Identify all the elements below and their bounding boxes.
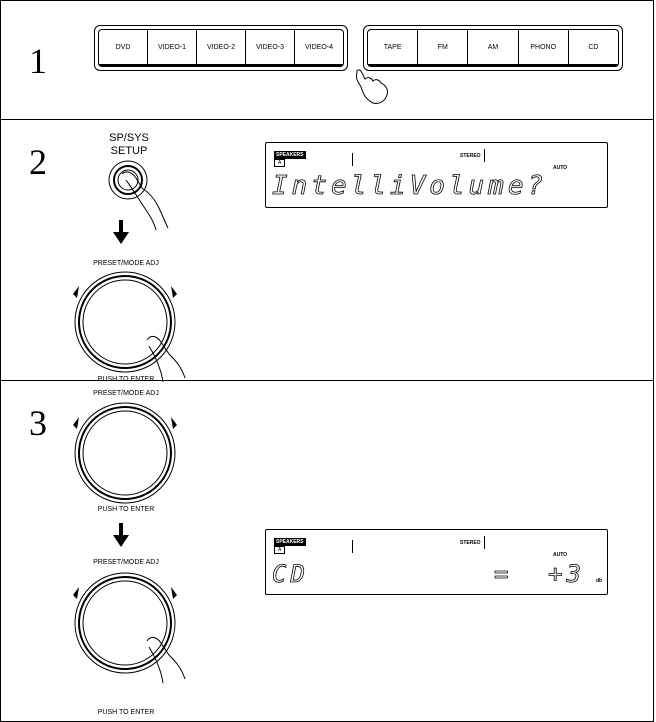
front-panel-display: SPEAKERS A STEREO AUTO IntelliVolume? — [265, 142, 608, 208]
speakers-indicator: SPEAKERS — [274, 151, 306, 159]
speakers-indicator: SPEAKERS — [274, 538, 306, 546]
setup-button-with-hand[interactable] — [106, 158, 186, 238]
preset-mode-dial-1[interactable] — [51, 397, 181, 507]
source-button[interactable]: AM — [468, 30, 519, 66]
auto-indicator: AUTO — [553, 165, 568, 171]
display-divider — [352, 153, 353, 166]
step-2-panel: 2 SP/SYS SETUP PRESET/MODE ADJ PUSH TO E… — [0, 119, 654, 384]
display-divider — [352, 540, 353, 553]
source-button[interactable]: VIDEO-1 — [148, 30, 197, 66]
sp-sys-setup-label: SP/SYS SETUP — [109, 132, 149, 157]
speakers-a-indicator: A — [274, 159, 286, 167]
stereo-indicator: STEREO — [460, 540, 481, 546]
front-panel-display: SPEAKERS A STEREO AUTO CD = +3 db — [265, 529, 608, 595]
dial-top-label: PRESET/MODE ADJ — [93, 260, 159, 267]
down-arrow-icon — [113, 220, 129, 244]
step-number-3: 3 — [29, 403, 47, 443]
source-button[interactable]: TAPE — [368, 30, 419, 66]
dial2-top-label: PRESET/MODE ADJ — [93, 559, 159, 566]
pointing-hand-icon — [356, 69, 388, 104]
source-button[interactable]: PHONO — [518, 30, 569, 66]
source-button[interactable]: FM — [418, 30, 469, 66]
preset-mode-dial-with-hand[interactable] — [51, 264, 191, 384]
display-divider — [484, 536, 485, 549]
source-button[interactable]: VIDEO-3 — [246, 30, 295, 66]
dial1-bottom-label: PUSH TO ENTER — [97, 506, 155, 513]
db-unit: db — [596, 578, 603, 584]
display-separator: = — [494, 560, 513, 589]
preset-mode-dial-2-with-hand[interactable] — [51, 565, 191, 689]
step-number-1: 1 — [29, 41, 47, 81]
dial1-top-label: PRESET/MODE ADJ — [93, 390, 159, 397]
step-3-panel: 3 PRESET/MODE ADJ PUSH TO ENTER PRESET/M… — [0, 380, 654, 722]
display-divider — [484, 149, 485, 162]
step-number-2: 2 — [29, 142, 47, 182]
dial-bottom-label: PUSH TO ENTER — [97, 376, 155, 383]
source-button[interactable]: VIDEO-4 — [295, 30, 343, 66]
source-button[interactable]: VIDEO-2 — [197, 30, 246, 66]
source-button[interactable]: DVD — [99, 30, 148, 66]
display-message: IntelliVolume? — [272, 171, 548, 202]
speakers-a-indicator: A — [274, 546, 286, 554]
auto-indicator: AUTO — [553, 552, 568, 558]
stereo-indicator: STEREO — [460, 153, 481, 159]
source-button[interactable]: CD — [568, 30, 619, 66]
display-source: CD — [272, 560, 309, 589]
dial2-bottom-label: PUSH TO ENTER — [97, 709, 155, 716]
display-level-value: +3 — [548, 560, 585, 589]
down-arrow-icon — [113, 523, 129, 547]
